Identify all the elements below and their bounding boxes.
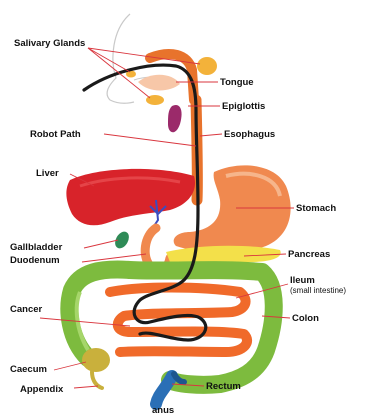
label-caecum: Caecum <box>10 364 47 375</box>
label-cancer: Cancer <box>10 304 42 315</box>
caecum-shape <box>82 348 110 372</box>
leader-caecum <box>54 362 86 370</box>
label-stomach: Stomach <box>296 203 336 214</box>
label-robot-path: Robot Path <box>30 129 81 140</box>
appendix-shape <box>92 372 102 388</box>
pancreas-shape <box>166 246 281 263</box>
label-ileum: Ileum <box>290 275 315 286</box>
label-salivary-glands: Salivary Glands <box>14 38 85 49</box>
rectum-shape <box>156 376 172 404</box>
leader-esophagus <box>200 134 222 136</box>
label-anus: anus <box>152 405 174 416</box>
label-gallbladder: Gallbladder <box>10 242 62 253</box>
salivary-gland-parotid <box>197 57 217 75</box>
label-appendix: Appendix <box>20 384 63 395</box>
gallbladder-shape <box>112 229 131 251</box>
label-duodenum: Duodenum <box>10 255 60 266</box>
label-colon: Colon <box>292 313 319 324</box>
label-esophagus: Esophagus <box>224 129 275 140</box>
head-outline <box>107 14 134 103</box>
label-epiglottis: Epiglottis <box>222 101 265 112</box>
leader-appendix <box>74 386 98 388</box>
leader-salivary-1 <box>88 48 130 72</box>
label-rectum: Rectum <box>206 381 241 392</box>
leader-gallbladder <box>84 240 118 248</box>
epiglottis-shape <box>168 105 182 132</box>
label-tongue: Tongue <box>220 77 254 88</box>
label-pancreas: Pancreas <box>288 249 330 260</box>
leader-robot-path <box>104 134 196 146</box>
label-ileum-sub: (small intestine) <box>290 286 346 295</box>
label-liver: Liver <box>36 168 59 179</box>
small-intestine-shape <box>110 288 247 353</box>
